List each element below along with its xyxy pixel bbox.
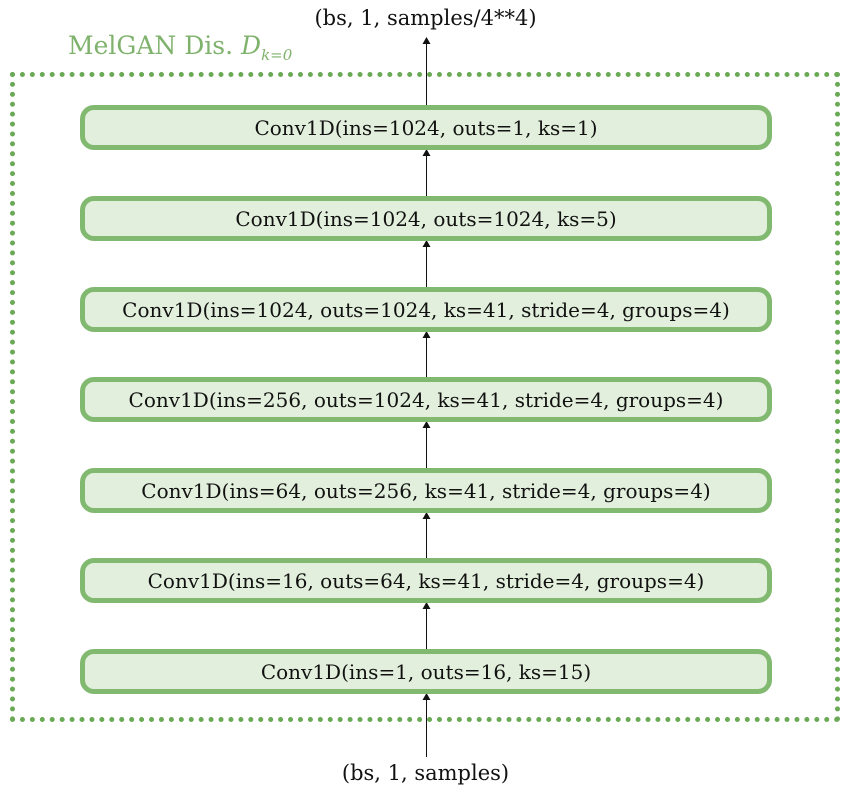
discriminator-frame	[10, 72, 840, 722]
diagram-title: MelGAN Dis. Dk=0	[68, 33, 292, 63]
conv-layer-label: Conv1D(ins=64, outs=256, ks=41, stride=4…	[141, 478, 711, 503]
conv-layer-box: Conv1D(ins=64, outs=256, ks=41, stride=4…	[80, 468, 772, 513]
conv-layer-box: Conv1D(ins=16, outs=64, ks=41, stride=4,…	[80, 558, 772, 603]
input-shape-label: (bs, 1, samples)	[341, 761, 510, 785]
conv-layer-label: Conv1D(ins=16, outs=64, ks=41, stride=4,…	[147, 568, 705, 593]
output-shape-label: (bs, 1, samples/4**4)	[314, 6, 537, 30]
title-symbol: D	[241, 31, 262, 60]
title-subscript: k=0	[261, 46, 293, 64]
conv-layer-label: Conv1D(ins=1024, outs=1024, ks=41, strid…	[122, 297, 730, 322]
conv-layer-label: Conv1D(ins=1024, outs=1024, ks=5)	[235, 206, 617, 231]
title-text: MelGAN Dis.	[68, 31, 234, 60]
conv-layer-box: Conv1D(ins=256, outs=1024, ks=41, stride…	[80, 377, 772, 422]
conv-layer-box: Conv1D(ins=1, outs=16, ks=15)	[80, 649, 772, 694]
conv-layer-box: Conv1D(ins=1024, outs=1024, ks=41, strid…	[80, 287, 772, 332]
conv-layer-box: Conv1D(ins=1024, outs=1024, ks=5)	[80, 196, 772, 241]
conv-layer-box: Conv1D(ins=1024, outs=1, ks=1)	[80, 105, 772, 150]
conv-layer-label: Conv1D(ins=256, outs=1024, ks=41, stride…	[128, 387, 724, 412]
conv-layer-label: Conv1D(ins=1, outs=16, ks=15)	[260, 659, 592, 684]
conv-layer-label: Conv1D(ins=1024, outs=1, ks=1)	[254, 115, 598, 140]
